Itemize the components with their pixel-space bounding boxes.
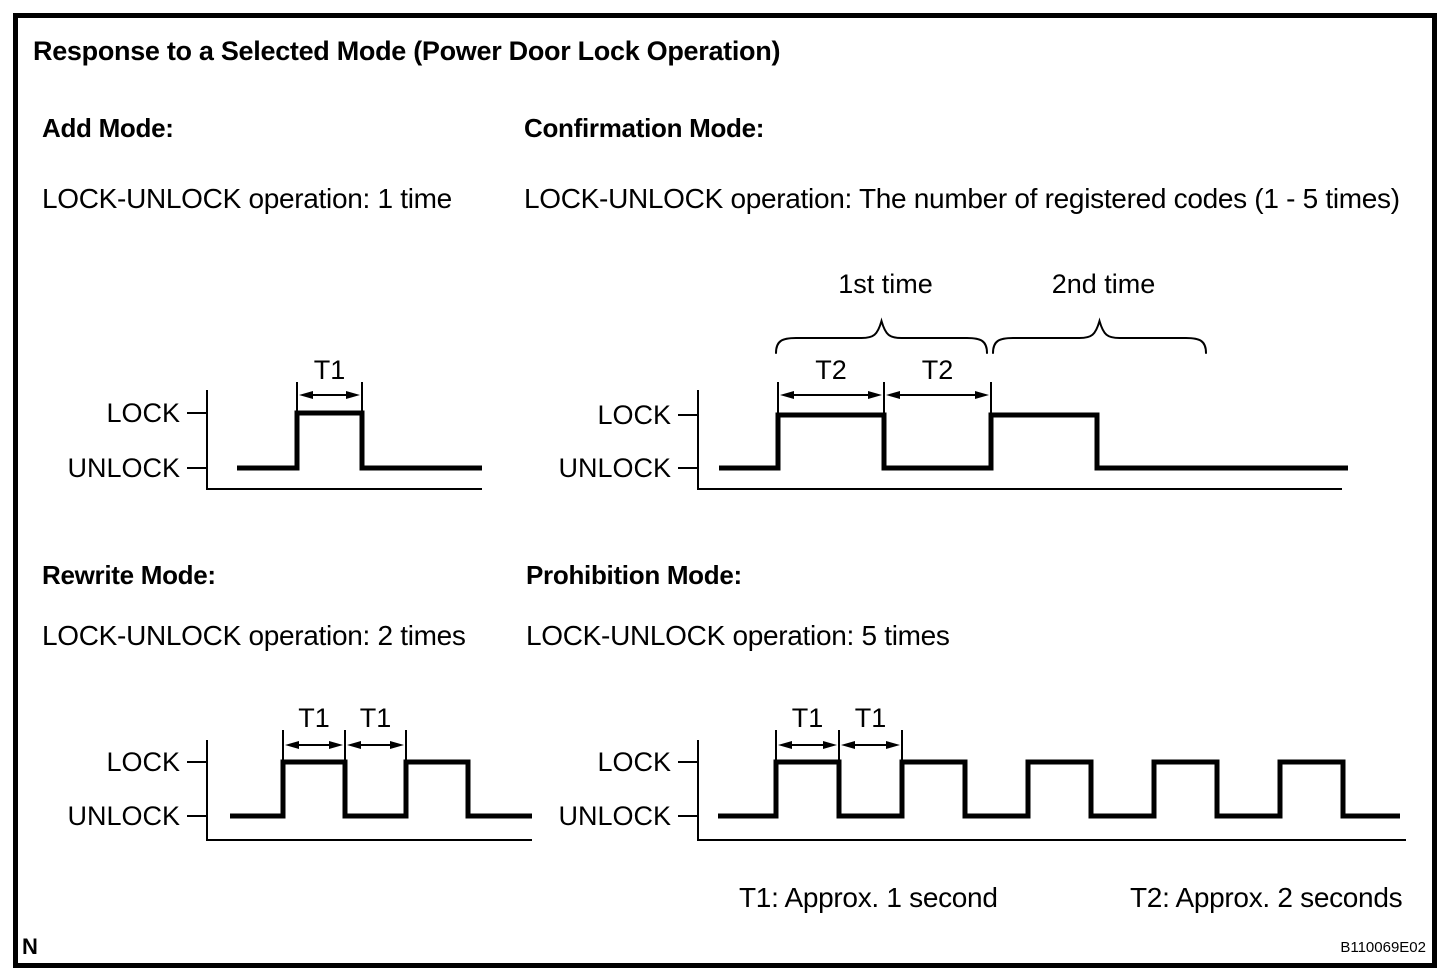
arrowhead-left-icon xyxy=(886,391,900,399)
axis xyxy=(206,390,482,490)
lock-unlock-waveform xyxy=(237,410,482,471)
timing-diagram-rewrite-mode: LOCK UNLOCK T1 T1 xyxy=(67,703,532,841)
timing-diagram-confirmation-mode: LOCK UNLOCK T2 T2 1st time 2nd time xyxy=(558,269,1348,490)
figure-border xyxy=(13,13,1437,968)
arrowhead-left-icon xyxy=(347,741,361,749)
arrowhead-left-icon xyxy=(780,391,794,399)
figure-code: B110069E02 xyxy=(1340,939,1426,956)
duration-label: T1 xyxy=(360,703,392,733)
duration-label: T2 xyxy=(922,355,954,385)
duration-label: T1 xyxy=(855,703,887,733)
cycle-label: 2nd time xyxy=(1052,269,1156,299)
arrowhead-right-icon xyxy=(975,391,989,399)
arrowhead-left-icon xyxy=(299,391,313,399)
axis xyxy=(206,740,532,841)
duration-label: T1 xyxy=(314,355,346,385)
arrowhead-right-icon xyxy=(886,741,900,749)
arrowhead-right-icon xyxy=(329,741,343,749)
lock-level-label: LOCK xyxy=(597,747,671,777)
axis xyxy=(697,740,1406,841)
confirmation-mode-operation: LOCK-UNLOCK operation: The number of reg… xyxy=(524,183,1400,214)
prohibition-mode-heading: Prohibition Mode: xyxy=(526,560,742,590)
unlock-level-label: UNLOCK xyxy=(67,801,180,831)
lock-unlock-waveform xyxy=(230,759,532,819)
timing-diagram-prohibition-mode: LOCK UNLOCK T1 T1 xyxy=(558,703,1406,841)
unlock-level-label: UNLOCK xyxy=(558,453,671,483)
rewrite-mode-operation: LOCK-UNLOCK operation: 2 times xyxy=(42,620,466,651)
unlock-level-label: UNLOCK xyxy=(67,453,180,483)
arrowhead-left-icon xyxy=(841,741,855,749)
prohibition-mode-operation: LOCK-UNLOCK operation: 5 times xyxy=(526,620,950,651)
arrowhead-right-icon xyxy=(390,741,404,749)
arrowhead-left-icon xyxy=(285,741,299,749)
add-mode-heading: Add Mode: xyxy=(42,113,174,143)
axis xyxy=(697,390,1342,490)
arrowhead-right-icon xyxy=(346,391,360,399)
lock-unlock-waveform xyxy=(718,759,1400,819)
lock-level-label: LOCK xyxy=(597,400,671,430)
duration-label: T2 xyxy=(815,355,847,385)
unlock-level-label: UNLOCK xyxy=(558,801,671,831)
duration-label: T1 xyxy=(298,703,330,733)
cycle-label: 1st time xyxy=(838,269,933,299)
lock-unlock-waveform xyxy=(719,412,1348,471)
t2-legend: T2: Approx. 2 seconds xyxy=(1130,882,1403,913)
duration-label: T1 xyxy=(792,703,824,733)
cycle-brace-icon xyxy=(775,317,988,354)
t1-legend: T1: Approx. 1 second xyxy=(739,882,998,913)
lock-level-label: LOCK xyxy=(106,398,180,428)
arrowhead-right-icon xyxy=(868,391,882,399)
page-marker: N xyxy=(22,934,38,959)
lock-level-label: LOCK xyxy=(106,747,180,777)
rewrite-mode-heading: Rewrite Mode: xyxy=(42,560,216,590)
cycle-brace-icon xyxy=(992,317,1207,354)
page-title: Response to a Selected Mode (Power Door … xyxy=(33,36,781,66)
arrowhead-left-icon xyxy=(778,741,792,749)
timing-diagram-add-mode: LOCK UNLOCK T1 xyxy=(67,355,482,490)
confirmation-mode-heading: Confirmation Mode: xyxy=(524,113,765,143)
add-mode-operation: LOCK-UNLOCK operation: 1 time xyxy=(42,183,452,214)
arrowhead-right-icon xyxy=(823,741,837,749)
